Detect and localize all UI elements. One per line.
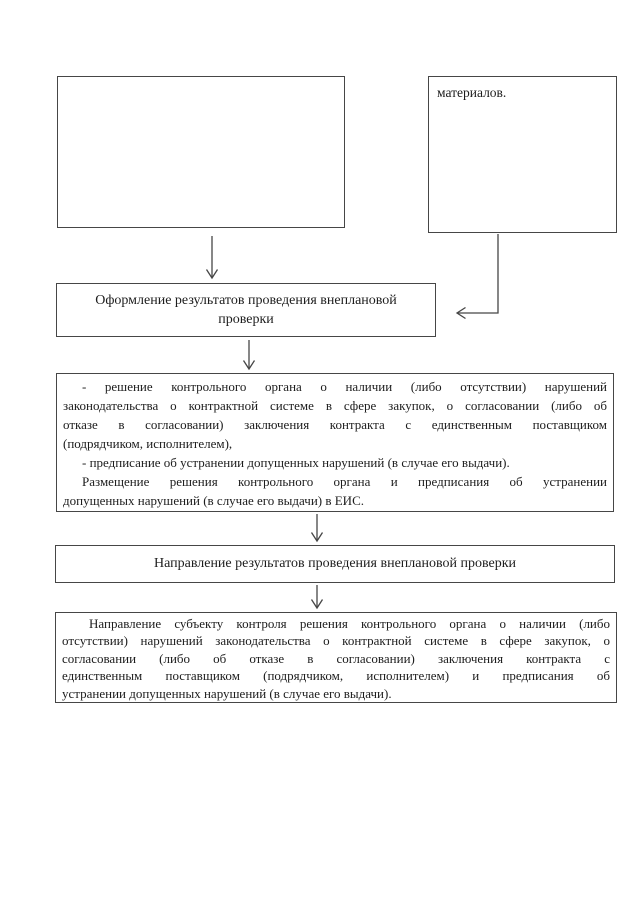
decision-details-box: - решение контрольного органа о наличии … — [56, 373, 614, 512]
materials-text: материалов. — [437, 85, 507, 100]
sending-to-subject-box: Направление субъекту контроля решения ко… — [55, 612, 617, 703]
registration-results-box: Оформление результатов проведения внепла… — [56, 283, 436, 337]
subject-line-5: устранении допущенных нарушений (в случа… — [62, 685, 392, 701]
arrow-decision-to-sending-icon — [310, 514, 324, 543]
subject-line-2: отсутствии) нарушений законодательства о… — [62, 633, 610, 649]
decision-line-7: допущенных нарушений (в случае его выдач… — [63, 493, 364, 508]
registration-results-label: Оформление результатов проведения внепла… — [95, 293, 397, 327]
decision-line-6: Размещение решения контрольного органа и… — [82, 474, 607, 489]
subject-line-3: согласовании (либо об отказе в согласова… — [62, 650, 610, 666]
sending-results-label: Направление результатов проведения внепл… — [153, 556, 517, 571]
decision-line-2: законодательства о контрактной системе в… — [63, 398, 607, 413]
arrow-emptybox-to-registration-icon — [205, 236, 219, 280]
arrow-registration-to-decision-icon — [242, 340, 256, 371]
decision-line-1: - решение контрольного органа о наличии … — [82, 379, 607, 394]
subject-line-1: Направление субъекту контроля решения ко… — [89, 616, 610, 631]
sending-results-box: Направление результатов проведения внепл… — [55, 545, 615, 583]
materials-box: материалов. — [428, 76, 617, 233]
empty-source-box — [57, 76, 345, 228]
decision-line-4: (подрядчиком, исполнителем), — [63, 436, 233, 451]
connector-materials-to-registration-icon — [455, 234, 499, 320]
decision-line-3: отказе в согласовании) заключения контра… — [63, 417, 607, 432]
subject-line-4: единственным поставщиком (подрядчиком, и… — [62, 668, 610, 684]
decision-line-5: - предписание об устранении допущенных н… — [82, 455, 510, 470]
arrow-sending-to-subject-icon — [310, 585, 324, 610]
